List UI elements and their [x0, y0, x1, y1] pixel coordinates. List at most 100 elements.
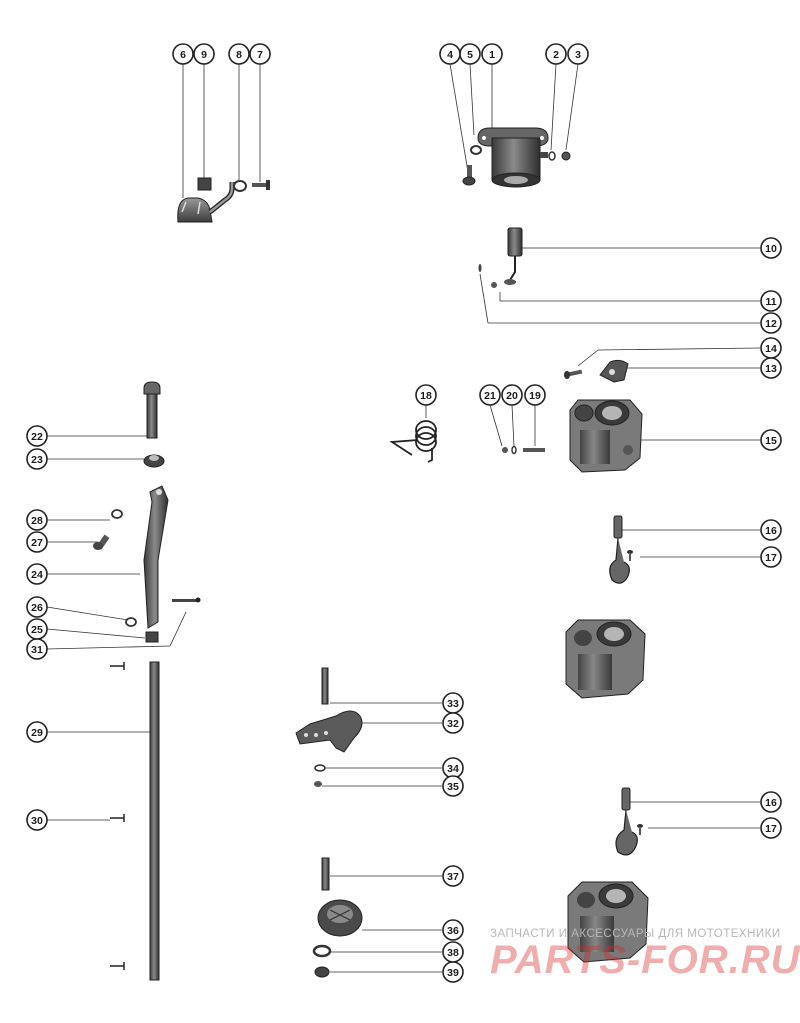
callout-8: 8: [228, 43, 250, 65]
part-screw-17a: [627, 550, 633, 561]
callout-text-21: 21: [484, 390, 496, 402]
part-nut-9: [197, 177, 212, 191]
callout-38: 38: [442, 941, 464, 963]
callout-21: 21: [479, 384, 501, 406]
callout-text-13: 13: [765, 363, 777, 375]
callout-text-18: 18: [420, 390, 432, 402]
callout-text-3: 3: [575, 49, 581, 61]
callout-text-30: 30: [31, 815, 43, 827]
callout-text-37: 37: [447, 871, 459, 883]
part-carburetor-15: [569, 399, 643, 473]
callout-text-9: 9: [201, 49, 207, 61]
callout-10: 10: [760, 237, 782, 259]
callout-text-23: 23: [31, 454, 43, 466]
part-screw-7: [252, 180, 270, 190]
callout-29: 29: [26, 721, 48, 743]
callout-text-17b: 17: [765, 823, 777, 835]
callout-35: 35: [442, 775, 464, 797]
part-screw-17b: [637, 824, 643, 835]
callout-5: 5: [459, 43, 481, 65]
part-washer-2: [548, 151, 556, 161]
callout-text-36: 36: [447, 925, 459, 937]
part-nut-39: [314, 966, 330, 978]
callout-text-16b: 16: [765, 797, 777, 809]
callout-text-17a: 17: [765, 552, 777, 564]
callout-34: 34: [442, 757, 464, 779]
callout-23: 23: [26, 448, 48, 470]
callout-39: 39: [442, 961, 464, 983]
callout-text-16a: 16: [765, 525, 777, 537]
callout-text-7: 7: [257, 49, 263, 61]
part-carburetor-middle: [565, 619, 646, 699]
part-solenoid-1: [477, 127, 549, 188]
part-link-16a: [609, 515, 630, 584]
callout-text-26: 26: [31, 602, 43, 614]
callout-16a: 16: [760, 519, 782, 541]
part-nut-23: [143, 454, 165, 468]
callout-9: 9: [193, 43, 215, 65]
part-cam-32: [295, 710, 363, 753]
callout-text-29: 29: [31, 727, 43, 739]
part-lever-13: [599, 359, 629, 383]
part-washer-20: [511, 445, 517, 455]
callout-text-6: 6: [180, 49, 186, 61]
callout-text-10: 10: [765, 243, 777, 255]
part-fitting-6: [177, 182, 235, 223]
part-washer-5: [470, 145, 482, 155]
part-carburetor-bottom: [567, 881, 649, 963]
callout-2: 2: [545, 43, 567, 65]
part-stud-33: [321, 667, 329, 705]
callout-text-19: 19: [529, 390, 541, 402]
callout-13: 13: [760, 357, 782, 379]
callout-text-8: 8: [236, 49, 242, 61]
part-screw-12: [478, 264, 482, 272]
part-stud-19: [523, 448, 545, 452]
part-stud-37: [321, 857, 330, 891]
part-nut-25: [145, 631, 159, 643]
leader-lines: [46, 63, 761, 973]
callout-text-22: 22: [31, 431, 43, 443]
callout-text-15: 15: [765, 435, 777, 447]
callout-7: 7: [249, 43, 271, 65]
callout-25: 25: [26, 618, 48, 640]
callout-18: 18: [415, 384, 437, 406]
callout-text-32: 32: [447, 718, 459, 730]
callout-text-5: 5: [467, 49, 473, 61]
part-rod-29: [149, 661, 160, 981]
callout-text-33: 33: [447, 698, 459, 710]
part-spring-18: [389, 420, 437, 463]
part-washer-28: [111, 509, 123, 519]
callout-26: 26: [26, 596, 48, 618]
callout-17b: 17: [760, 817, 782, 839]
callout-text-24: 24: [31, 569, 43, 581]
callout-11: 11: [760, 290, 782, 312]
callout-24: 24: [26, 563, 48, 585]
callout-28: 28: [26, 509, 48, 531]
callout-37: 37: [442, 865, 464, 887]
part-nut-35: [314, 781, 322, 787]
callout-12: 12: [760, 312, 782, 334]
part-washer-8: [233, 180, 247, 192]
callout-text-34: 34: [447, 763, 459, 775]
part-bolt-22: [143, 381, 161, 439]
callout-15: 15: [760, 429, 782, 451]
part-washer-34: [314, 764, 326, 772]
part-washer-38: [312, 944, 332, 958]
callout-text-25: 25: [31, 624, 43, 636]
callout-31: 31: [26, 638, 48, 660]
part-link-16b: [615, 787, 638, 856]
part-screw-27: [93, 534, 110, 550]
callout-14: 14: [760, 337, 782, 359]
part-knob-10: [504, 227, 523, 285]
callout-text-39: 39: [447, 967, 459, 979]
callout-16b: 16: [760, 791, 782, 813]
callout-6: 6: [172, 43, 194, 65]
part-nut-11: [491, 282, 497, 288]
callout-22: 22: [26, 425, 48, 447]
callout-text-20: 20: [506, 390, 518, 402]
callout-19: 19: [524, 384, 546, 406]
callout-text-27: 27: [31, 537, 43, 549]
part-bracket-24: [143, 485, 169, 629]
part-screw-4: [462, 165, 476, 186]
